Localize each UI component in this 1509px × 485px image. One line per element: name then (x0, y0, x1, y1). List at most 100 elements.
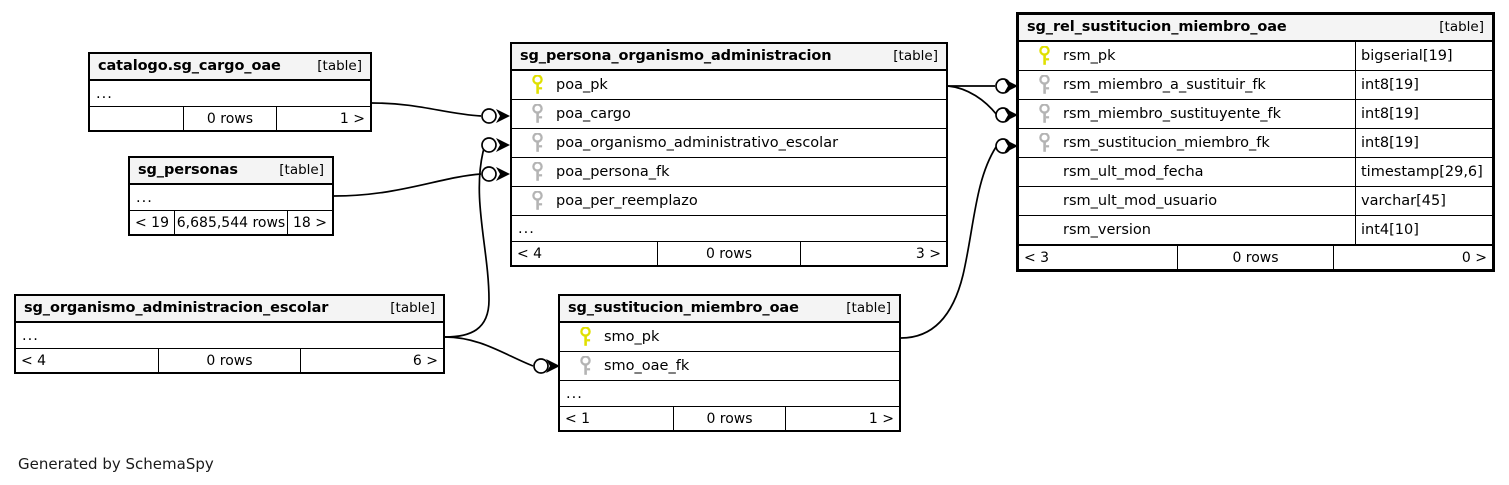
column-row[interactable]: rsm_ult_mod_fecha timestamp[29,6] (1019, 158, 1492, 187)
schemaspy-credit: Generated by SchemaSpy (18, 455, 214, 473)
footer-outgoing-count: 1 > (868, 410, 894, 427)
column-label: rsm_miembro_a_sustituir_fk (1063, 77, 1266, 93)
table-name: sg_personas (138, 162, 238, 178)
column-name-cell: smo_pk (560, 327, 899, 347)
column-label: rsm_miembro_sustituyente_fk (1063, 106, 1281, 122)
column-row[interactable]: rsm_miembro_sustituyente_fk int8[19] (1019, 100, 1492, 129)
columns-collapsed-indicator[interactable]: ... (22, 327, 39, 344)
column-row[interactable]: smo_pk (560, 323, 899, 352)
table-catalogo-sg-cargo-oae[interactable]: catalogo.sg_cargo_oae [table] ... 0 rows… (88, 52, 372, 132)
column-row[interactable]: poa_per_reemplazo (512, 187, 946, 216)
columns-collapsed-indicator[interactable]: ... (566, 385, 583, 402)
table-footer: < 4 0 rows 6 > (16, 348, 443, 372)
footer-row-count: 0 rows (656, 242, 802, 265)
column-type: timestamp[29,6] (1355, 158, 1492, 186)
table-header: sg_persona_organismo_administracion [tab… (512, 44, 946, 71)
footer-outgoing-count: 3 > (915, 245, 942, 262)
table-name: sg_sustitucion_miembro_oae (568, 300, 799, 316)
table-sg-sustitucion-miembro-oae[interactable]: sg_sustitucion_miembro_oae [table] smo_p… (558, 294, 901, 432)
column-label: poa_organismo_administrativo_escolar (556, 135, 839, 151)
column-label: poa_per_reemplazo (556, 193, 698, 209)
column-label: rsm_ult_mod_usuario (1063, 193, 1218, 209)
foreign-key-icon (1027, 133, 1061, 153)
column-label: rsm_pk (1063, 48, 1116, 64)
table-sg-organismo-administracion-escolar[interactable]: sg_organismo_administracion_escolar [tab… (14, 294, 445, 374)
column-row[interactable]: rsm_miembro_a_sustituir_fk int8[19] (1019, 71, 1492, 100)
foreign-key-icon (520, 104, 554, 124)
column-row[interactable]: poa_cargo (512, 100, 946, 129)
column-type: bigserial[19] (1355, 42, 1492, 70)
primary-key-icon (568, 327, 602, 347)
foreign-key-icon (1027, 75, 1061, 95)
table-footer: < 19 6,685,544 rows 18 > (130, 210, 332, 234)
primary-key-icon (1027, 46, 1061, 66)
column-name-cell: poa_per_reemplazo (512, 191, 946, 211)
column-type: varchar[45] (1355, 187, 1492, 215)
footer-outgoing-count: 0 > (1461, 249, 1488, 266)
table-header: sg_personas [table] (130, 158, 332, 185)
table-header: catalogo.sg_cargo_oae [table] (90, 54, 370, 81)
column-name-cell: poa_pk (512, 75, 946, 95)
edge-cargo-to-poa-cargo (371, 102, 482, 117)
column-type: int8[19] (1355, 129, 1492, 157)
column-label: smo_pk (604, 329, 660, 345)
column-row[interactable]: rsm_version int4[10] (1019, 216, 1492, 245)
edge-organismo-to-smo-oae (444, 336, 534, 367)
column-label: rsm_version (1063, 222, 1151, 238)
table-name: sg_rel_sustitucion_miembro_oae (1027, 19, 1287, 35)
column-type: int8[19] (1355, 71, 1492, 99)
table-type-tag: [table] (893, 48, 938, 64)
column-name-cell: rsm_ult_mod_fecha (1019, 164, 1355, 180)
column-name-cell: poa_persona_fk (512, 162, 946, 182)
footer-outgoing-count: 1 > (339, 110, 365, 127)
column-row[interactable]: rsm_pk bigserial[19] (1019, 42, 1492, 71)
table-sg-persona-organismo-administracion[interactable]: sg_persona_organismo_administracion [tab… (510, 42, 948, 267)
table-type-tag: [table] (390, 300, 435, 316)
table-name: catalogo.sg_cargo_oae (98, 58, 281, 74)
column-label: poa_persona_fk (556, 164, 670, 180)
table-sg-personas[interactable]: sg_personas [table] ... < 19 6,685,544 r… (128, 156, 334, 236)
column-row[interactable]: rsm_ult_mod_usuario varchar[45] (1019, 187, 1492, 216)
edge-smo-to-rsm-sustitucion (900, 146, 997, 339)
table-sg-rel-sustitucion-miembro-oae[interactable]: sg_rel_sustitucion_miembro_oae [table] r… (1016, 12, 1495, 272)
foreign-key-icon (520, 162, 554, 182)
table-footer: 0 rows 1 > (90, 106, 370, 130)
footer-row-count: 0 rows (673, 407, 786, 430)
column-name-cell: smo_oae_fk (560, 356, 899, 376)
footer-incoming-count: < 4 (517, 245, 543, 262)
footer-row-count: 0 rows (183, 107, 277, 130)
footer-incoming-count: < 19 (135, 214, 169, 231)
column-row[interactable]: smo_oae_fk (560, 352, 899, 381)
table-footer: < 1 0 rows 1 > (560, 406, 899, 430)
foreign-key-icon (1027, 104, 1061, 124)
column-type: int4[10] (1355, 216, 1492, 244)
table-type-tag: [table] (1439, 19, 1484, 35)
crows-foot-markers (496, 79, 1018, 373)
table-name: sg_organismo_administracion_escolar (24, 300, 329, 316)
column-name-cell: poa_cargo (512, 104, 946, 124)
table-header: sg_organismo_administracion_escolar [tab… (16, 296, 443, 323)
footer-outgoing-count: 18 > (293, 214, 327, 231)
column-row[interactable]: rsm_sustitucion_miembro_fk int8[19] (1019, 129, 1492, 158)
column-row[interactable]: poa_pk (512, 71, 946, 100)
table-type-tag: [table] (846, 300, 891, 316)
table-footer: < 3 0 rows 0 > (1019, 245, 1492, 269)
columns-collapsed-indicator[interactable]: ... (96, 85, 113, 102)
columns-collapsed-indicator[interactable]: ... (518, 220, 535, 237)
column-type: int8[19] (1355, 100, 1492, 128)
column-label: rsm_ult_mod_fecha (1063, 164, 1204, 180)
column-name-cell: poa_organismo_administrativo_escolar (512, 133, 946, 153)
columns-collapsed-indicator[interactable]: ... (136, 189, 153, 206)
column-name-cell: rsm_version (1019, 222, 1355, 238)
primary-key-icon (520, 75, 554, 95)
column-row[interactable]: poa_persona_fk (512, 158, 946, 187)
footer-incoming-count: < 3 (1024, 249, 1050, 266)
footer-row-count: 0 rows (158, 349, 301, 372)
column-label: rsm_sustitucion_miembro_fk (1063, 135, 1270, 151)
foreign-key-icon (568, 356, 602, 376)
column-row[interactable]: poa_organismo_administrativo_escolar (512, 129, 946, 158)
footer-incoming-count: < 1 (565, 410, 591, 427)
table-type-tag: [table] (317, 58, 362, 74)
foreign-key-icon (520, 191, 554, 211)
column-label: poa_cargo (556, 106, 631, 122)
